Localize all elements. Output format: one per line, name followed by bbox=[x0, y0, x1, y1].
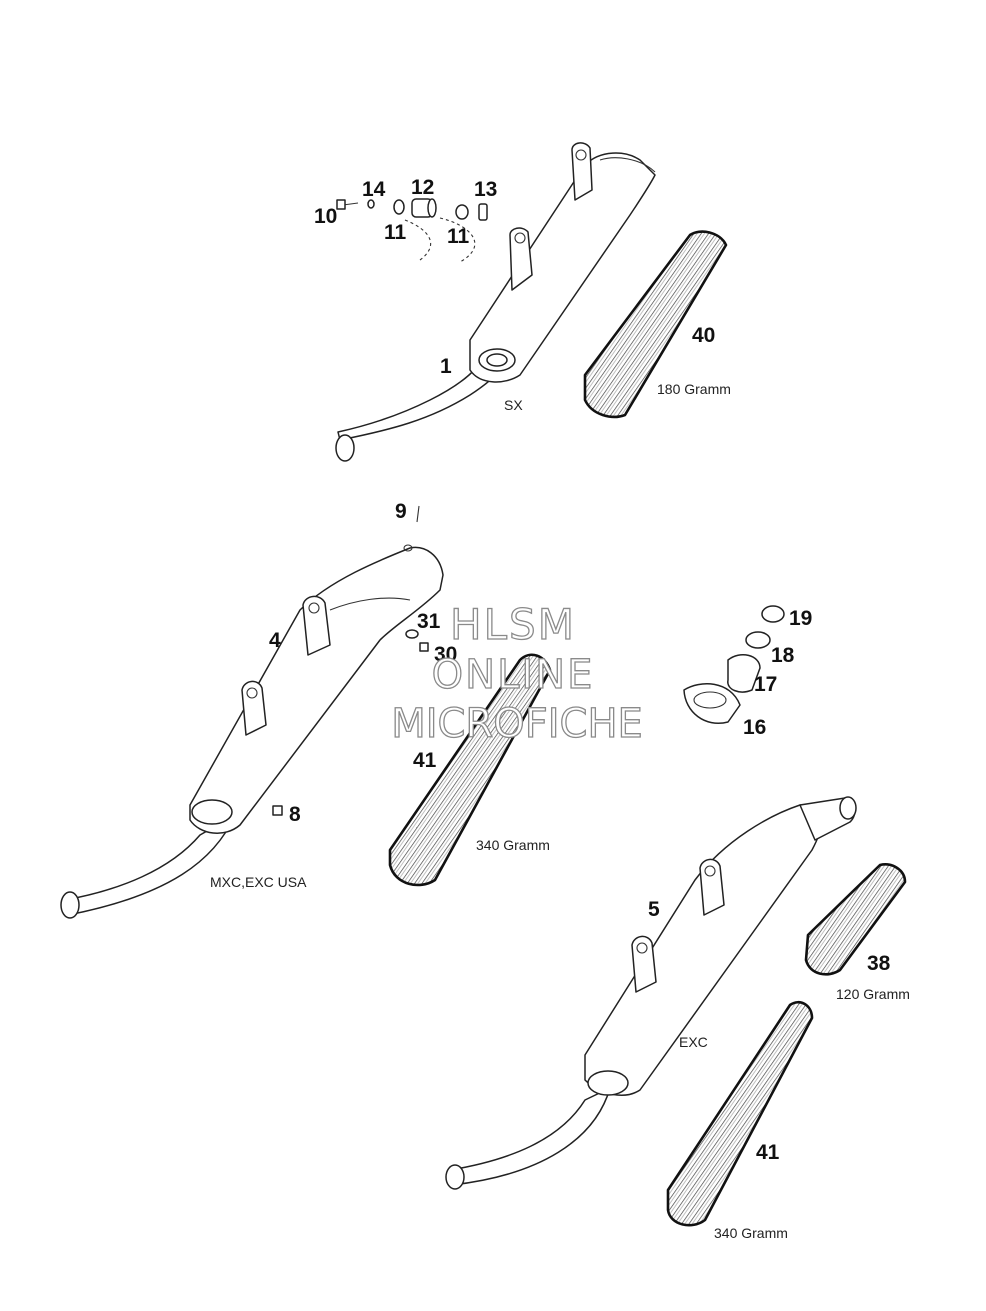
label-19: 19 bbox=[789, 607, 812, 630]
label-13: 13 bbox=[474, 178, 497, 201]
watermark-line-1: HLSM bbox=[450, 600, 576, 649]
caption-340-gramm-bottom: 340 Gramm bbox=[714, 1225, 788, 1241]
label-4: 4 bbox=[269, 629, 281, 652]
watermark-line-3: MICROFICHE bbox=[391, 701, 643, 747]
packing-38 bbox=[804, 863, 907, 976]
label-17: 17 bbox=[754, 673, 777, 696]
label-38: 38 bbox=[867, 952, 891, 975]
packing-40 bbox=[583, 230, 728, 419]
label-41b: 41 bbox=[756, 1141, 780, 1164]
label-14: 14 bbox=[362, 178, 386, 201]
label-5: 5 bbox=[648, 898, 660, 921]
captions: SX 180 Gramm 340 Gramm MXC,EXC USA EXC 1… bbox=[210, 381, 910, 1241]
label-31: 31 bbox=[417, 610, 441, 633]
watermark-line-2: ONLINE bbox=[432, 652, 595, 698]
label-41a: 41 bbox=[413, 749, 437, 772]
label-9: 9 bbox=[395, 500, 407, 523]
caption-exc: EXC bbox=[679, 1034, 708, 1050]
small-parts-9-30-31 bbox=[405, 505, 429, 652]
silencer-mxc-exc-usa bbox=[60, 544, 444, 919]
label-30: 30 bbox=[434, 643, 457, 666]
end-cap-parts bbox=[683, 605, 785, 724]
caption-sx: SX bbox=[504, 397, 523, 413]
label-1: 1 bbox=[440, 355, 452, 378]
caption-120-gramm: 120 Gramm bbox=[836, 986, 910, 1002]
caption-mxc-exc-usa: MXC,EXC USA bbox=[210, 874, 307, 890]
packing-41-middle bbox=[388, 653, 552, 887]
label-11b: 11 bbox=[447, 225, 470, 248]
mounting-hardware bbox=[336, 198, 488, 263]
silencer-sx bbox=[335, 142, 656, 462]
reference-numbers: 10 14 12 13 11 11 1 40 9 4 31 30 41 8 19… bbox=[269, 176, 891, 1164]
label-12: 12 bbox=[411, 176, 434, 199]
label-18: 18 bbox=[771, 644, 795, 667]
silencer-exc bbox=[445, 796, 857, 1190]
label-10: 10 bbox=[314, 205, 337, 228]
packing-41-bottom bbox=[666, 1000, 814, 1227]
caption-340-gramm-middle: 340 Gramm bbox=[476, 837, 550, 853]
label-8: 8 bbox=[289, 803, 301, 826]
label-16: 16 bbox=[743, 716, 766, 739]
label-40: 40 bbox=[692, 324, 715, 347]
caption-180-gramm: 180 Gramm bbox=[657, 381, 731, 397]
watermark: HLSM ONLINE MICROFICHE bbox=[391, 599, 644, 747]
label-11a: 11 bbox=[384, 221, 407, 244]
